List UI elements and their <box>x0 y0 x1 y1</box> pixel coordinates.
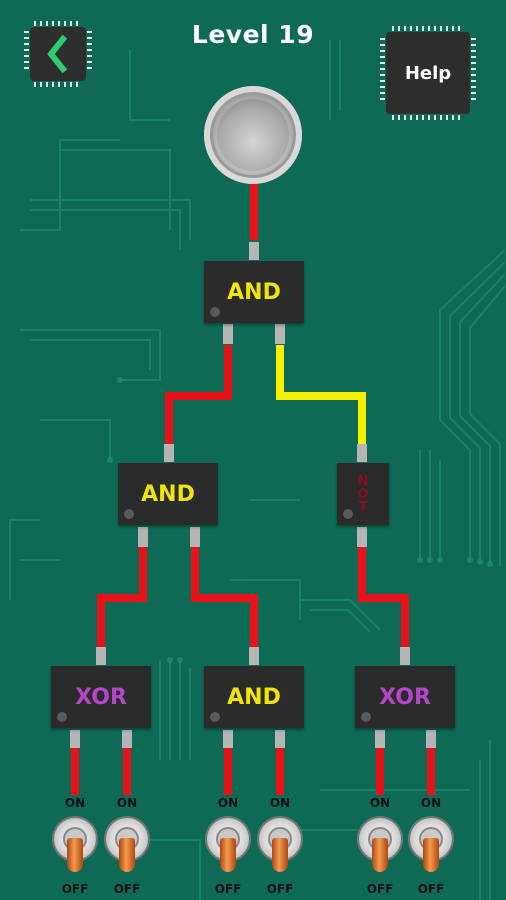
switch-on-label: ON <box>369 796 391 810</box>
switch-off-label: OFF <box>61 882 89 896</box>
pin <box>138 527 148 547</box>
gate-mid-left-and: AND <box>118 463 218 525</box>
switch-on-label: ON <box>420 796 442 810</box>
gate-label: XOR <box>379 684 431 710</box>
toggle-lever-icon <box>423 838 439 872</box>
pin <box>357 527 367 547</box>
pin <box>223 324 233 344</box>
toggle-switch-5[interactable]: ON OFF <box>355 796 405 900</box>
toggle-switch-1[interactable]: ON OFF <box>50 796 100 900</box>
gate-label-letter: N <box>357 473 369 489</box>
switch-off-label: OFF <box>266 882 294 896</box>
pin <box>275 730 285 748</box>
gate-root-and: AND <box>204 261 304 323</box>
toggle-switch-3[interactable]: ON OFF <box>203 796 253 900</box>
toggle-lever-icon <box>119 838 135 872</box>
pin <box>96 647 106 665</box>
pin <box>223 730 233 748</box>
help-label: Help <box>404 62 452 84</box>
wire-root-right <box>276 345 366 444</box>
switch-off-label: OFF <box>366 882 394 896</box>
chevron-left-icon <box>47 34 68 74</box>
switch-off-label: OFF <box>113 882 141 896</box>
wire-mid-left-b <box>191 547 258 647</box>
toggle-switch-2[interactable]: ON OFF <box>102 796 152 900</box>
toggle-lever-icon <box>220 838 236 872</box>
toggle-lever-icon <box>372 838 388 872</box>
gate-label: AND <box>141 481 195 507</box>
pin <box>70 730 80 748</box>
switch-off-label: OFF <box>417 882 445 896</box>
toggle-switch-6[interactable]: ON OFF <box>406 796 456 900</box>
gate-bot-mid-and: AND <box>204 666 304 728</box>
wire-mid-left-a <box>97 547 147 647</box>
switch-on-label: ON <box>217 796 239 810</box>
pin <box>375 730 385 748</box>
gate-label: AND <box>227 279 281 305</box>
pin <box>357 444 367 462</box>
help-button[interactable]: Help <box>380 26 476 120</box>
toggle-switch-4[interactable]: ON OFF <box>255 796 305 900</box>
pin <box>164 444 174 462</box>
back-button[interactable] <box>24 21 92 87</box>
pin <box>275 324 285 344</box>
toggle-lever-icon <box>272 838 288 872</box>
switch-on-label: ON <box>64 796 86 810</box>
pin <box>400 647 410 665</box>
switch-on-label: ON <box>116 796 138 810</box>
level-title: Level 19 <box>191 20 315 49</box>
bulb-icon <box>204 86 302 184</box>
toggle-lever-icon <box>67 838 83 872</box>
wire-root-left <box>165 345 232 444</box>
pin <box>190 527 200 547</box>
gate-label-letter: O <box>357 486 369 502</box>
gate-bot-left-xor: XOR <box>51 666 151 728</box>
pin <box>249 242 259 260</box>
gate-bot-right-xor: XOR <box>355 666 455 728</box>
pin <box>122 730 132 748</box>
gate-label: AND <box>227 684 281 710</box>
switch-off-label: OFF <box>214 882 242 896</box>
gate-mid-right-not: N O T <box>337 463 389 525</box>
gate-label-letter: T <box>358 499 368 515</box>
pin <box>249 647 259 665</box>
switch-on-label: ON <box>269 796 291 810</box>
wire-not-input <box>358 547 409 647</box>
pin <box>426 730 436 748</box>
gate-label: XOR <box>75 684 127 710</box>
